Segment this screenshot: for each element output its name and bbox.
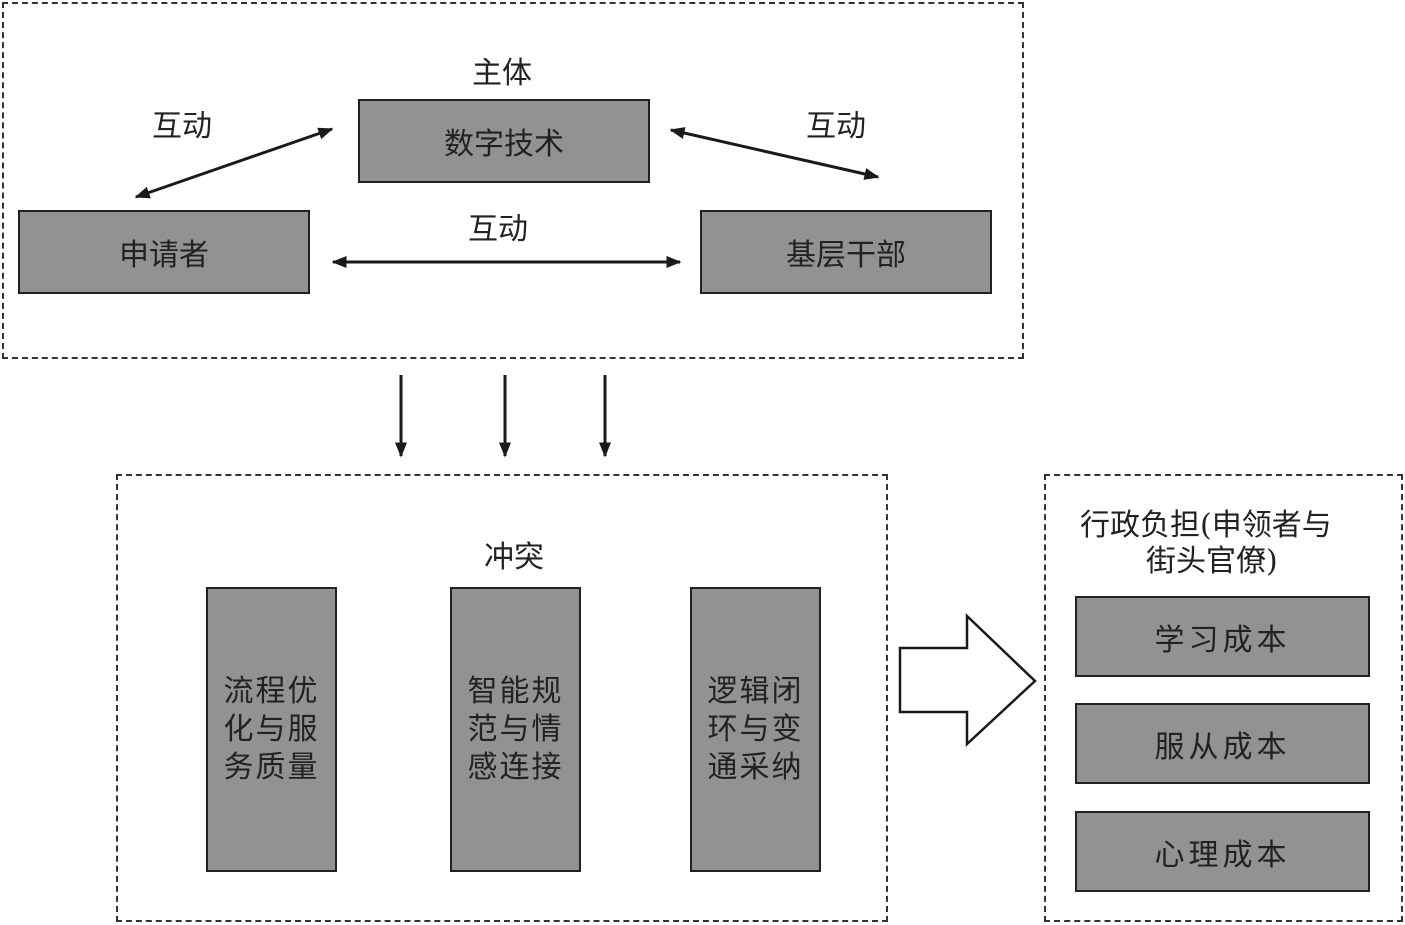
conflict-node-logic: 逻辑闭环与变通采纳 bbox=[690, 587, 821, 872]
cost-node-psychological-label: 心理成本 bbox=[1154, 837, 1291, 873]
node-grassroots-cadre-label: 基层干部 bbox=[786, 238, 906, 273]
cost-node-compliance: 服从成本 bbox=[1075, 703, 1370, 784]
conflict-node-intelligence: 智能规范与情感连接 bbox=[450, 587, 581, 872]
cost-node-learning: 学习成本 bbox=[1075, 596, 1370, 677]
burden-title-line2: 街头官僚) bbox=[1146, 544, 1278, 579]
big-right-arrow bbox=[898, 613, 1037, 747]
conflict-node-process: 流程优化与服务质量 bbox=[206, 587, 337, 872]
conflict-node-intelligence-label: 智能规范与情感连接 bbox=[467, 673, 564, 785]
node-digital-tech: 数字技术 bbox=[358, 99, 650, 183]
interaction-label-left: 互动 bbox=[152, 109, 212, 144]
cost-node-compliance-label: 服从成本 bbox=[1154, 729, 1291, 765]
cost-node-learning-label: 学习成本 bbox=[1154, 622, 1291, 658]
interaction-group bbox=[2, 2, 1024, 359]
cost-node-psychological: 心理成本 bbox=[1075, 811, 1370, 892]
subject-label: 主体 bbox=[472, 56, 532, 91]
conflict-group bbox=[116, 474, 888, 922]
interaction-label-bottom: 互动 bbox=[468, 212, 528, 247]
burden-group bbox=[1044, 474, 1403, 922]
node-grassroots-cadre: 基层干部 bbox=[700, 210, 992, 294]
burden-title-line1: 行政负担(申领者与 bbox=[1080, 508, 1332, 543]
node-applicant-label: 申请者 bbox=[119, 238, 209, 273]
interaction-label-right: 互动 bbox=[806, 109, 866, 144]
conflict-node-logic-label: 逻辑闭环与变通采纳 bbox=[707, 673, 804, 785]
conflict-title: 冲突 bbox=[484, 540, 544, 575]
conflict-node-process-label: 流程优化与服务质量 bbox=[223, 673, 320, 785]
node-digital-tech-label: 数字技术 bbox=[444, 127, 564, 162]
node-applicant: 申请者 bbox=[18, 210, 310, 294]
